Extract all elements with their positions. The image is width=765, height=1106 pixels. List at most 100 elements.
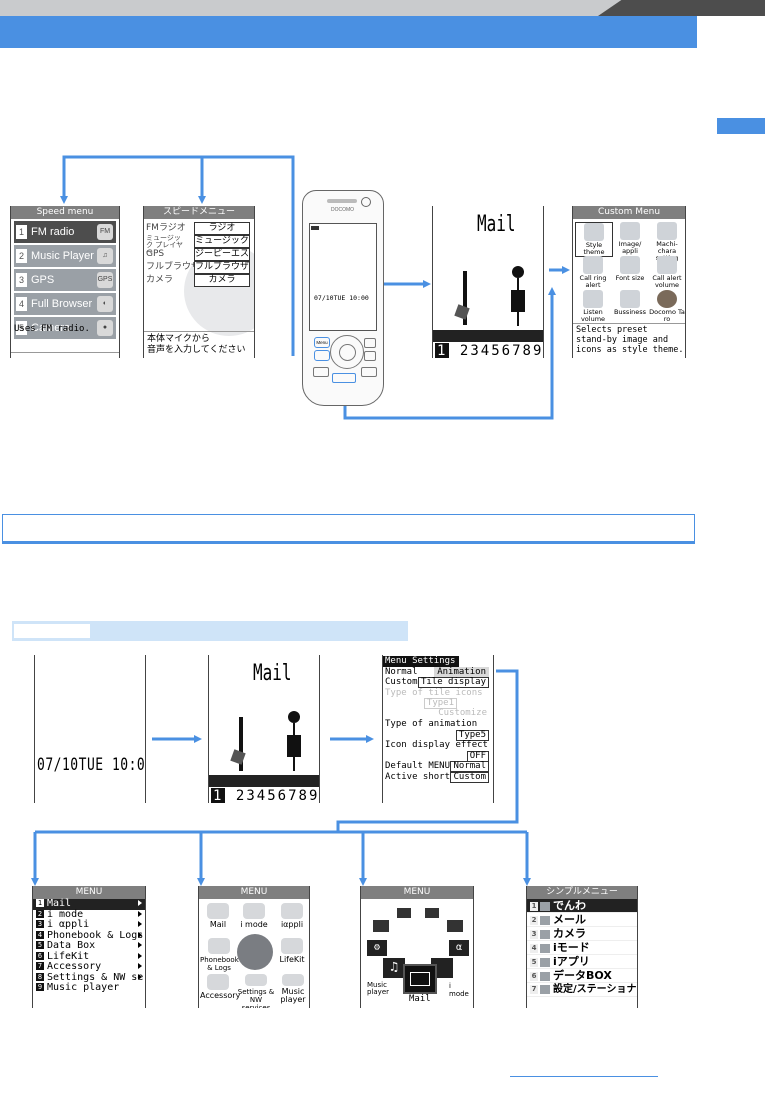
- setting-anim-value[interactable]: Type5: [383, 729, 493, 741]
- avatar: [657, 290, 677, 308]
- section-heading-box: [2, 514, 695, 544]
- menu-key-button[interactable]: Menu: [314, 337, 330, 348]
- mail-standby-screen: Mail 1 23456789: [432, 206, 544, 358]
- tile-imode[interactable]: i mode: [237, 903, 271, 929]
- tile-settings[interactable]: Settings & NW services: [236, 974, 276, 1008]
- custom-menu-cell[interactable]: Image/ appli: [612, 222, 648, 255]
- jp-row[interactable]: フルブラウザフルブラウザ: [146, 261, 250, 274]
- music-player-label: Music player: [367, 981, 390, 996]
- speed-menu-footer: Uses FM radio.: [14, 324, 90, 334]
- center-key-button[interactable]: [339, 344, 356, 361]
- jp-row[interactable]: カメラカメラ: [144, 274, 254, 287]
- customize-button: Customize: [436, 707, 489, 718]
- chapter-side-tab: [717, 118, 765, 134]
- envelope-icon: [540, 915, 550, 925]
- mail-title: Mail: [477, 210, 516, 237]
- subsection-label-bar: [12, 621, 408, 641]
- tile-accessory[interactable]: Accessory: [200, 974, 240, 1000]
- softkey-right-button[interactable]: [364, 338, 376, 348]
- custom-menu-screen: Custom Menu Style theme Image/ appli Mac…: [572, 206, 686, 358]
- directional-pad[interactable]: [330, 335, 364, 369]
- custom-menu-cell[interactable]: Listen volume: [575, 290, 611, 323]
- tile-music[interactable]: Music player: [277, 974, 309, 1004]
- accessory-icon: [425, 908, 439, 918]
- simple-menu-item[interactable]: 7設定/ステーショナリー: [527, 983, 637, 997]
- tile-mail[interactable]: Mail: [201, 903, 235, 929]
- gps-icon: GPS: [97, 272, 113, 288]
- data-box-center-icon[interactable]: [237, 934, 273, 970]
- figure-standing-icon: [512, 266, 524, 278]
- databox-icon: [447, 920, 463, 932]
- jp-footer: 本体マイクから 音声を入力してください: [147, 334, 246, 355]
- shortcut-key-button[interactable]: [314, 350, 330, 361]
- music-note-icon: [282, 974, 304, 986]
- mail-key-button[interactable]: [364, 351, 376, 361]
- custom-menu-cell[interactable]: Docomo Ta ro: [649, 290, 685, 323]
- setting-icon-effect-value[interactable]: OFF: [383, 750, 493, 762]
- phonebook-icon: [373, 920, 389, 932]
- alert-volume-icon: [657, 256, 677, 274]
- databox-icon: [540, 971, 550, 981]
- setting-tile-icons: Type of tile icons: [385, 687, 483, 698]
- accessory-icon: [207, 974, 229, 990]
- anim-menu-screen: MENU ⚙ α ♫ Music player i mode Mail: [360, 886, 474, 1008]
- custom-menu-cell[interactable]: Font size: [612, 256, 648, 282]
- camera-lens-icon: [361, 197, 371, 207]
- custom-menu-cell[interactable]: Call ring alert: [575, 256, 611, 289]
- end-key-button[interactable]: [361, 367, 377, 377]
- envelope-icon[interactable]: [403, 964, 437, 994]
- envelope-icon: [207, 903, 229, 919]
- imode-icon: [540, 943, 550, 953]
- tile-lifekit[interactable]: LifeKit: [275, 938, 309, 964]
- imode-icon: [243, 903, 265, 919]
- listen-volume-icon: [583, 290, 603, 308]
- number-row: 1 23456789: [435, 343, 544, 358]
- anim-menu-title: MENU: [361, 886, 473, 899]
- jp-row[interactable]: ミュージック プレイヤーミュージック: [146, 234, 250, 256]
- lifekit-icon: [397, 908, 411, 918]
- image-appli-icon: [620, 222, 640, 240]
- chara-key-button[interactable]: [332, 373, 356, 383]
- figure-walking-icon: [463, 271, 467, 325]
- tile-iappli[interactable]: iαppli: [275, 903, 309, 929]
- tile-phonebook[interactable]: Phonebook & Logs: [200, 938, 239, 972]
- call-key-button[interactable]: [313, 367, 329, 377]
- footer-link-underline[interactable]: [510, 1076, 658, 1077]
- signal-icon: [311, 226, 319, 230]
- custom-menu-cell[interactable]: Bussiness: [612, 290, 648, 316]
- phone-icon: [540, 901, 550, 911]
- imode-label: i mode: [449, 982, 469, 998]
- menu-settings-title: Menu Settings: [383, 656, 460, 667]
- custom-menu-cell[interactable]: Style theme: [575, 222, 613, 257]
- jp-row[interactable]: FMラジオラジオ: [144, 222, 254, 235]
- custom-menu-cell[interactable]: Call alert volume: [649, 256, 685, 289]
